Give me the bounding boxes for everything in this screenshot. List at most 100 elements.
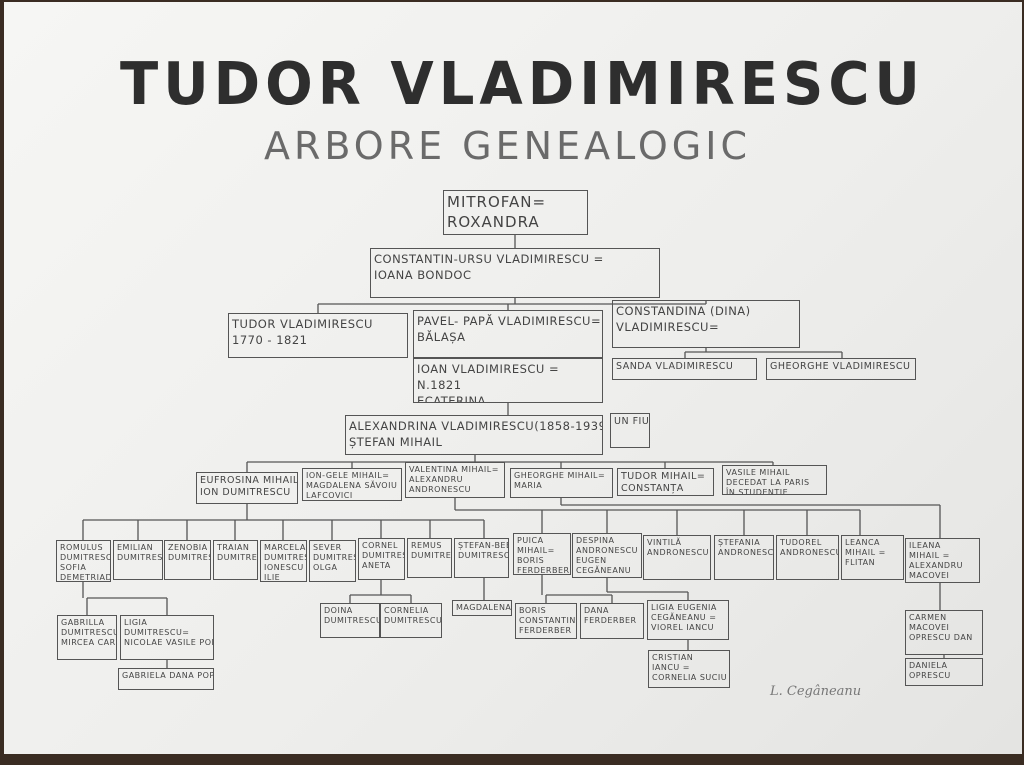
person-box-line: ANDRONESCU — [718, 548, 774, 557]
person-box-line: IOANA BONDOC — [374, 268, 472, 283]
person-box-line: ROXANDRA — [447, 212, 540, 231]
person-box-line: ALEXANDRU — [409, 475, 463, 484]
person-box-line: MARCELA — [264, 543, 306, 552]
person-box-line: DUMITRESCU — [362, 551, 404, 560]
person-box-line: ALEXANDRINA VLADIMIRESCU(1858-1939)= — [349, 419, 603, 433]
tree-subtitle: ARBORE GENEALOGIC — [263, 124, 751, 168]
person-box-line: VIOREL IANCU — [651, 623, 714, 632]
person-box-line: DEMETRIAD — [60, 573, 111, 582]
person-box-line: TRAIAN — [217, 543, 250, 552]
person-box-line: MAGDALENA — [456, 603, 512, 612]
person-box-line: LEANCA — [845, 538, 881, 547]
person-box-line: TUDOREL — [780, 538, 822, 547]
person-box-zenobia: ZENOBIADUMITRESCU — [164, 540, 211, 580]
person-box-line: ANDRONESCU — [409, 485, 472, 494]
person-box-line: UN FIU — [614, 416, 650, 427]
person-box-line: MIHAIL = — [909, 551, 950, 560]
paper-sheet — [4, 2, 1022, 754]
person-box-line: ANETA — [362, 561, 391, 570]
person-box-line: SEVER — [313, 543, 342, 552]
person-box-line: DANA — [584, 606, 609, 615]
person-box-line: OPRESCU — [909, 671, 951, 680]
person-box-line: MACOVEI — [909, 571, 950, 580]
person-box-line: DUMITRESCU — [117, 553, 163, 562]
person-box-line: LIGIA — [124, 618, 148, 627]
person-box-gheorghe-v: GHEORGHE VLADIMIRESCU — [766, 358, 916, 380]
person-box-line: CRISTIAN — [652, 653, 694, 662]
person-box-unfiu: UN FIU — [610, 413, 650, 448]
person-box-line: FERDERBER — [517, 566, 570, 575]
person-box-line: n.1821 — [417, 378, 462, 393]
person-box-line: DOINA — [324, 606, 353, 615]
person-box-line: DUMITRESCU — [313, 553, 355, 562]
person-box-line: IONESCU — [264, 563, 304, 572]
person-box-gabrilla: GABRILLADUMITRESCU=MIRCEA CARP — [57, 615, 117, 660]
person-box-line: ION DUMITRESCU — [200, 486, 291, 498]
person-box-line: ECATERINA — [417, 394, 486, 403]
person-box-line: CONSTANȚA — [621, 482, 684, 494]
person-box-remus: REMUSDUMITRESCU — [407, 538, 452, 578]
person-box-eufrosina: EUFROSINA MIHAIL=ION DUMITRESCU — [196, 472, 298, 504]
person-box-line: PAVEL- PAPĂ VLADIMIRESCU= — [417, 314, 602, 328]
person-box-line: ȘTEFAN MIHAIL — [349, 435, 443, 450]
person-box-line: DUMITRESCU= — [61, 628, 116, 637]
person-box-line: NICOLAE VASILE POP — [124, 638, 214, 647]
person-box-line: CARMEN — [909, 613, 947, 622]
person-box-pavel: PAVEL- PAPĂ VLADIMIRESCU=BĂLAȘA — [413, 310, 603, 358]
person-box-line: REMUS — [411, 541, 442, 550]
person-box-line: PUICA — [517, 536, 544, 545]
person-box-line: ALEXANDRU — [909, 561, 963, 570]
person-box-line: CORNELIA — [384, 606, 429, 615]
person-box-line: ROMULUS — [60, 543, 104, 552]
person-box-line: IANCU = — [652, 663, 691, 672]
person-box-line: DUMITRESCU — [384, 616, 442, 625]
person-box-line: MAGDALENA SĂVOIU — [306, 481, 398, 490]
person-box-line: DUMITRESCU — [264, 553, 306, 562]
person-box-line: VASILE MIHAIL — [726, 468, 790, 477]
person-box-sanda: SANDA VLADIMIRESCU — [612, 358, 757, 380]
person-box-traian: TRAIANDUMITRESCU — [213, 540, 258, 580]
person-box-line: DANIELA — [909, 661, 948, 670]
person-box-line: DUMITRESCU — [411, 551, 452, 560]
person-box-constandina: CONSTANDINA (DINA)VLADIMIRESCU= — [612, 300, 800, 348]
person-box-line: CONSTANTIN — [519, 616, 576, 625]
person-box-gheorghe-m: GHEORGHE MIHAIL=MARIA — [510, 468, 613, 498]
person-box-line: DUMITRESCU= — [60, 553, 110, 562]
person-box-line: CONSTANTIN-URSU VLADIMIRESCU = — [374, 252, 604, 266]
person-box-line: EUGEN — [576, 556, 607, 565]
person-box-sever: SEVERDUMITRESCUOLGA — [309, 540, 356, 582]
person-box-line: ȘTEFANIA — [718, 538, 761, 547]
person-box-line: CORNELIA SUCIU — [652, 673, 728, 682]
person-box-line: FERDERBER — [519, 626, 572, 635]
person-box-marcela: MARCELADUMITRESCUIONESCUILIE — [260, 540, 307, 582]
person-box-line: DUMITRESCU — [217, 553, 258, 562]
person-box-line: GABRIELA DANA POP — [122, 671, 214, 680]
person-box-line: ANDRONESCU — [780, 548, 839, 557]
person-box-line: OPRESCU DAN — [909, 633, 973, 642]
person-box-gabriela: GABRIELA DANA POP — [118, 668, 214, 690]
person-box-line: ILIE — [264, 573, 281, 582]
person-box-line: DUMITRESCU= — [458, 551, 508, 560]
person-box-line: IOAN VLADIMIRESCU = — [417, 362, 560, 376]
person-box-line: MIHAIL = — [845, 548, 886, 557]
person-box-line: MITROFAN= — [447, 193, 547, 211]
person-box-line: EMILIAN — [117, 543, 154, 552]
person-box-line: DUMITRESCU — [168, 553, 210, 562]
person-box-line: ILEANA — [909, 541, 941, 550]
person-box-line: BORIS — [519, 606, 547, 615]
person-box-line: CONSTANDINA (DINA) — [616, 304, 751, 318]
person-box-line: CEGĂNEANU — [576, 566, 632, 575]
person-box-line: ANDRONESCU — [647, 548, 710, 557]
